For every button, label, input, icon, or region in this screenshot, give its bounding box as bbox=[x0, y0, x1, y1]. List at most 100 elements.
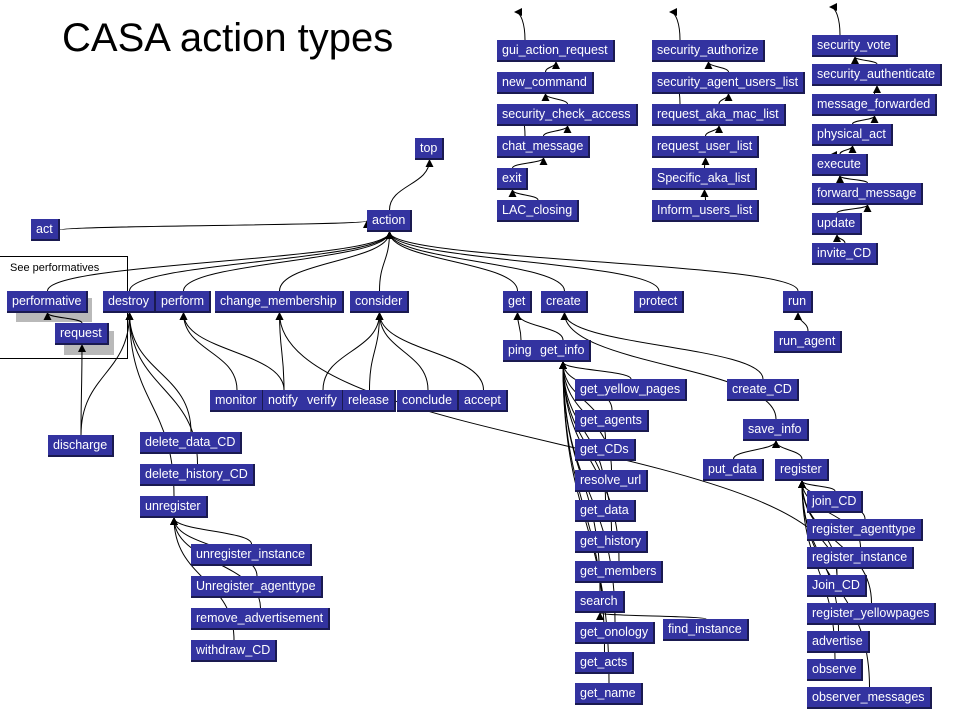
node-unregister-instance[interactable]: unregister_instance bbox=[191, 544, 313, 566]
edge-request_user_list-to-request_aka_mac_list bbox=[705, 125, 723, 137]
node-action[interactable]: action bbox=[367, 210, 413, 232]
node-physical-act[interactable]: physical_act bbox=[812, 124, 893, 146]
edge-unregister_instance-to-unregister bbox=[170, 517, 252, 545]
edge-consider-to-action bbox=[379, 231, 394, 292]
edge-discharge-to-destroy bbox=[80, 312, 134, 436]
stub-arrow-security_vote bbox=[829, 3, 841, 36]
node-find-instance[interactable]: find_instance bbox=[663, 619, 749, 641]
node-monitor[interactable]: monitor bbox=[210, 390, 264, 412]
edge-forward_message-to-execute bbox=[836, 175, 868, 184]
node-unregister[interactable]: unregister bbox=[140, 496, 208, 518]
node-security-check-access[interactable]: security_check_access bbox=[497, 104, 638, 126]
stub-arrow-security_authorize bbox=[669, 8, 681, 41]
edge-security_authenticate-to-security_vote bbox=[851, 56, 878, 65]
node-register-instance[interactable]: register_instance bbox=[807, 547, 915, 569]
node-security-vote[interactable]: security_vote bbox=[812, 35, 898, 57]
node-invite-cd[interactable]: invite_CD bbox=[812, 243, 879, 265]
node-chat-message[interactable]: chat_message bbox=[497, 136, 591, 158]
edge-register_yellowpages-to-register bbox=[798, 480, 872, 604]
edge-request_aka_mac_list-to-security_agent_users_list bbox=[718, 93, 733, 105]
node-security-authenticate[interactable]: security_authenticate bbox=[812, 64, 943, 86]
edge-security_agent_users_list-to-security_authorize bbox=[704, 61, 729, 73]
node-accept[interactable]: accept bbox=[459, 390, 508, 412]
node-get-cds[interactable]: get_CDs bbox=[575, 439, 636, 461]
node-run-agent[interactable]: run_agent bbox=[774, 331, 843, 353]
node-get-agents[interactable]: get_agents bbox=[575, 410, 649, 432]
node-ping[interactable]: ping bbox=[503, 340, 539, 362]
node-delete-data-cd[interactable]: delete_data_CD bbox=[140, 432, 243, 454]
node-release[interactable]: release bbox=[343, 390, 396, 412]
node-create-cd[interactable]: create_CD bbox=[727, 379, 799, 401]
edge-accept-to-consider bbox=[375, 312, 484, 391]
edge-get_yellow_pages-to-get_info bbox=[559, 361, 632, 380]
node-search[interactable]: search bbox=[575, 591, 625, 613]
node-resolve-url[interactable]: resolve_url bbox=[575, 470, 649, 492]
edge-conclude-to-consider bbox=[375, 312, 429, 391]
node-new-command[interactable]: new_command bbox=[497, 72, 594, 94]
node-destroy[interactable]: destroy bbox=[103, 291, 156, 313]
edge-observe-to-register bbox=[798, 480, 836, 660]
edge-delete_data_CD-to-destroy bbox=[125, 312, 192, 433]
node-delete-history-cd[interactable]: delete_history_CD bbox=[140, 464, 255, 486]
node-put-data[interactable]: put_data bbox=[703, 459, 764, 481]
node-create[interactable]: create bbox=[541, 291, 588, 313]
node-security-agent-users-list[interactable]: security_agent_users_list bbox=[652, 72, 806, 94]
node-specific-aka-list[interactable]: Specific_aka_list bbox=[652, 168, 758, 190]
node-remove-advertisement[interactable]: remove_advertisement bbox=[191, 608, 331, 630]
node-join-cd[interactable]: join_CD bbox=[807, 491, 864, 513]
node-notify[interactable]: notify bbox=[263, 390, 305, 412]
node-protect[interactable]: protect bbox=[634, 291, 685, 313]
edge-Inform_users_list-to-Specific_aka_list bbox=[700, 189, 709, 201]
node-register[interactable]: register bbox=[775, 459, 829, 481]
node-get-onology[interactable]: get_onology bbox=[575, 622, 656, 644]
edge-message_forwarded-to-security_authenticate bbox=[872, 85, 881, 95]
node-security-authorize[interactable]: security_authorize bbox=[652, 40, 766, 62]
node-forward-message[interactable]: forward_message bbox=[812, 183, 924, 205]
node-get-yellow-pages[interactable]: get_yellow_pages bbox=[575, 379, 688, 401]
node-save-info[interactable]: save_info bbox=[743, 419, 809, 441]
node-perform[interactable]: perform bbox=[156, 291, 212, 313]
node-top[interactable]: top bbox=[415, 138, 445, 160]
node-run[interactable]: run bbox=[783, 291, 814, 313]
node-exit[interactable]: exit bbox=[497, 168, 529, 190]
node-withdraw-cd[interactable]: withdraw_CD bbox=[191, 640, 278, 662]
edge-LAC_closing-to-exit bbox=[508, 189, 539, 201]
node-update[interactable]: update bbox=[812, 213, 863, 235]
node-request-aka-mac-list[interactable]: request_aka_mac_list bbox=[652, 104, 786, 126]
node-act[interactable]: act bbox=[31, 219, 60, 241]
node-performative[interactable]: performative bbox=[7, 291, 89, 313]
node-join-cd-capital[interactable]: Join_CD bbox=[807, 575, 867, 597]
node-request[interactable]: request bbox=[55, 323, 109, 345]
edge-physical_act-to-message_forwarded bbox=[852, 115, 879, 125]
node-request-user-list[interactable]: request_user_list bbox=[652, 136, 760, 158]
node-observe[interactable]: observe bbox=[807, 659, 864, 681]
node-get-name[interactable]: get_name bbox=[575, 683, 643, 705]
node-get-info[interactable]: get_info bbox=[535, 340, 592, 362]
node-discharge[interactable]: discharge bbox=[48, 435, 115, 457]
node-verify[interactable]: verify bbox=[302, 390, 344, 412]
node-get-members[interactable]: get_members bbox=[575, 561, 664, 583]
node-execute[interactable]: execute bbox=[812, 154, 868, 176]
edge-create-to-action bbox=[385, 231, 565, 292]
node-register-agenttype[interactable]: register_agenttype bbox=[807, 519, 923, 541]
node-gui-action-request[interactable]: gui_action_request bbox=[497, 40, 615, 62]
node-get-history[interactable]: get_history bbox=[575, 531, 649, 553]
node-change-membership[interactable]: change_membership bbox=[215, 291, 344, 313]
edge-find_instance-to-search bbox=[596, 612, 707, 621]
edge-notify-to-perform bbox=[179, 312, 285, 391]
node-advertise[interactable]: advertise bbox=[807, 631, 870, 653]
node-message-forwarded[interactable]: message_forwarded bbox=[812, 94, 938, 116]
node-register-yellowpages[interactable]: register_yellowpages bbox=[807, 603, 937, 625]
node-lac-closing[interactable]: LAC_closing bbox=[497, 200, 580, 222]
edge-create_CD-to-create bbox=[560, 312, 764, 380]
node-unregister-agenttype[interactable]: Unregister_agenttype bbox=[191, 576, 323, 598]
node-observer-messages[interactable]: observer_messages bbox=[807, 687, 932, 709]
edge-perform-to-action bbox=[183, 231, 394, 292]
node-conclude[interactable]: conclude bbox=[397, 390, 460, 412]
edge-put_data-to-save_info bbox=[733, 440, 780, 460]
node-get[interactable]: get bbox=[503, 291, 533, 313]
node-inform-users-list[interactable]: Inform_users_list bbox=[652, 200, 760, 222]
node-consider[interactable]: consider bbox=[350, 291, 410, 313]
node-get-acts[interactable]: get_acts bbox=[575, 652, 635, 674]
node-get-data[interactable]: get_data bbox=[575, 500, 636, 522]
